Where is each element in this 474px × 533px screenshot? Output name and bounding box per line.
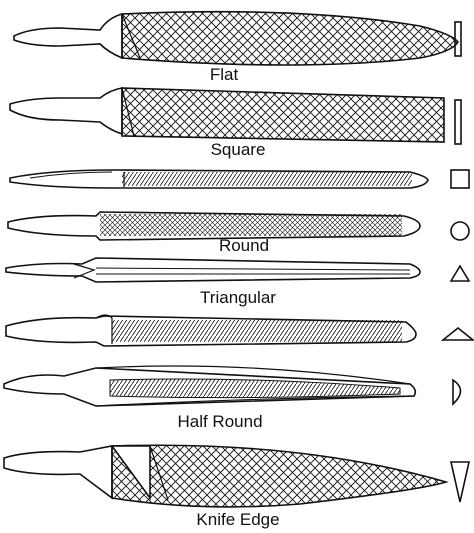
label-square: Square — [211, 140, 266, 159]
round-file — [8, 212, 420, 240]
square-file — [10, 88, 444, 142]
label-triangular: Triangular — [200, 288, 276, 307]
half-round-file — [4, 366, 415, 406]
triangular-file — [6, 258, 420, 282]
triangle-profile-icon — [451, 266, 469, 281]
round-file-coarse — [10, 170, 428, 188]
knife-edge-file — [4, 445, 446, 507]
label-half-round: Half Round — [177, 412, 262, 431]
round-profile-icon — [451, 222, 469, 240]
flat-triangle-profile-icon — [443, 328, 473, 340]
square-profile-icon — [455, 100, 461, 144]
flat-file — [14, 12, 458, 65]
square-section-icon — [451, 170, 469, 188]
label-round: Round — [219, 236, 269, 255]
half-round-profile-icon — [453, 380, 461, 404]
knife-profile-icon — [451, 462, 469, 502]
label-flat: Flat — [210, 65, 239, 84]
label-knife-edge: Knife Edge — [196, 510, 279, 529]
three-square-file — [6, 315, 416, 346]
